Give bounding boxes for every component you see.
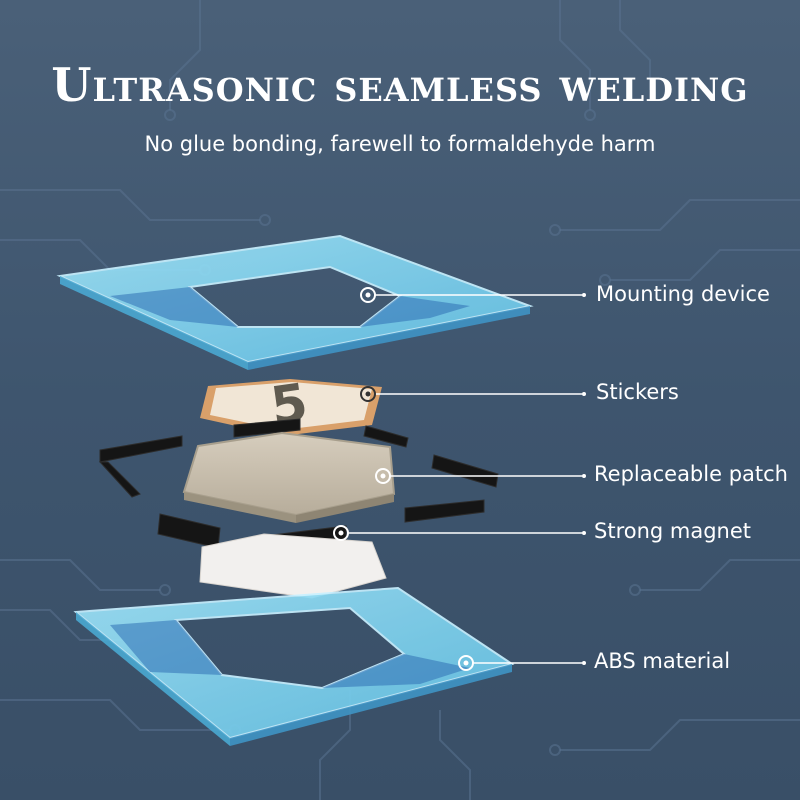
page-subtitle: No glue bonding, farewell to formaldehyd… xyxy=(0,132,800,156)
callout-strong-magnet: Strong magnet xyxy=(594,519,751,543)
callout-replaceable-patch: Replaceable patch xyxy=(594,462,788,486)
callout-mounting-device: Mounting device xyxy=(596,282,770,306)
callout-abs-material: ABS material xyxy=(594,649,730,673)
page-title: Ultrasonic seamless welding xyxy=(0,58,800,112)
callout-stickers: Stickers xyxy=(596,380,679,404)
